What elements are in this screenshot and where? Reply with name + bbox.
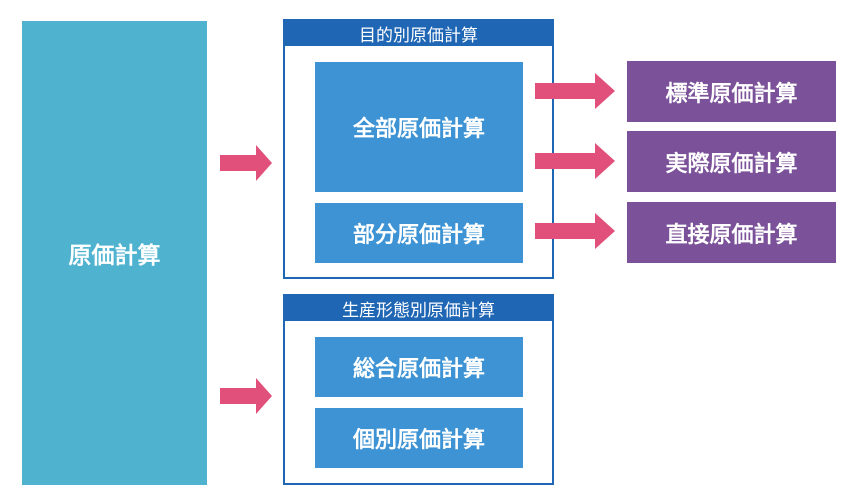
arrow-right-icon: [535, 213, 615, 249]
actual-costing-label: 実際原価計算: [665, 151, 798, 177]
direct-costing-box: 直接原価計算: [627, 202, 836, 263]
direct-costing-label: 直接原価計算: [665, 222, 798, 248]
job-order-costing-box: 個別原価計算: [315, 408, 523, 468]
actual-costing-box: 実際原価計算: [627, 131, 836, 192]
standard-costing-label: 標準原価計算: [665, 81, 798, 107]
full-costing-box: 全部原価計算: [315, 62, 523, 192]
root-label: 原価計算: [68, 243, 161, 269]
arrow-right-icon: [220, 378, 282, 414]
purpose-group-header: 目的別原価計算: [285, 21, 552, 46]
arrow-right-icon: [535, 73, 615, 109]
standard-costing-box: 標準原価計算: [627, 61, 836, 122]
job-order-costing-label: 個別原価計算: [352, 428, 485, 453]
purpose-group: 目的別原価計算 全部原価計算 部分原価計算: [283, 19, 554, 279]
arrow-right-icon: [535, 143, 615, 179]
process-costing-box: 総合原価計算: [315, 337, 523, 397]
full-costing-label: 全部原価計算: [352, 117, 485, 142]
root-cost-accounting-box: 原価計算: [22, 21, 207, 485]
partial-costing-box: 部分原価計算: [315, 203, 523, 263]
partial-costing-label: 部分原価計算: [352, 223, 485, 248]
production-group-header: 生産形態別原価計算: [285, 296, 552, 321]
process-costing-label: 総合原価計算: [352, 357, 485, 382]
production-group: 生産形態別原価計算 総合原価計算 個別原価計算: [283, 294, 554, 485]
arrow-right-icon: [220, 145, 282, 181]
